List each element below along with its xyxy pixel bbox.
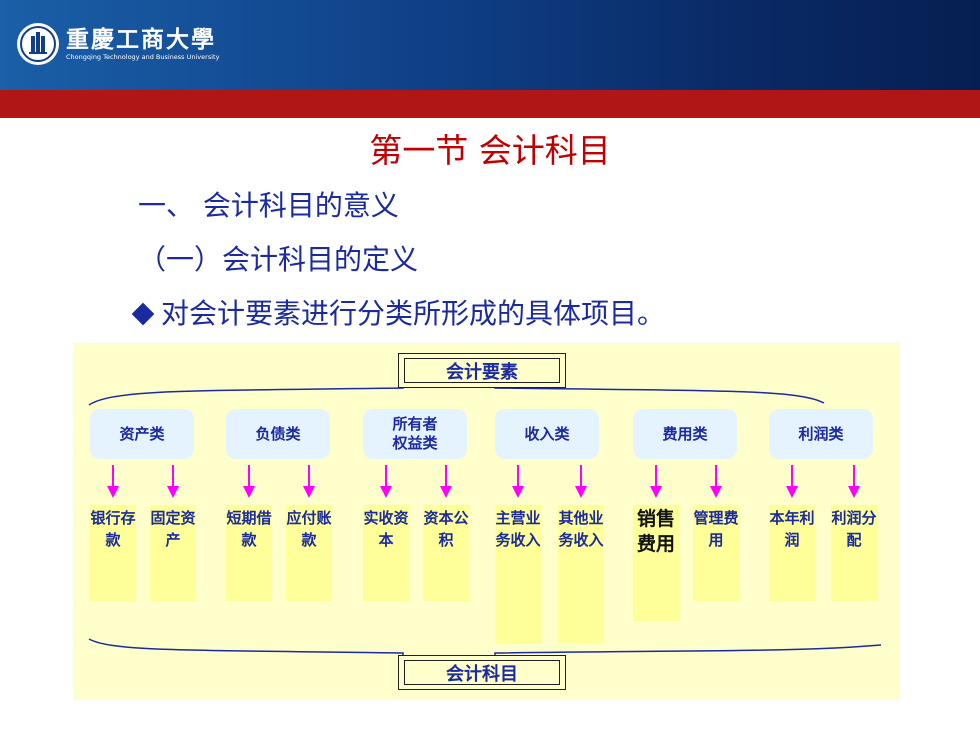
- arrow-down-icon: [710, 486, 722, 498]
- account-bank-deposit: 银行存款: [90, 505, 136, 601]
- account-short-term-loans: 短期借款: [226, 505, 272, 601]
- category-expenses: 费用类: [633, 409, 737, 459]
- diagram-connectors: [88, 384, 882, 657]
- account-capital-reserve: 资本公积: [423, 505, 469, 601]
- category-liabilities: 负债类: [226, 409, 330, 459]
- arrow-group: [107, 465, 860, 498]
- header-red-band: [0, 90, 980, 118]
- arrow-down-icon: [575, 486, 587, 498]
- arrow-down-icon: [303, 486, 315, 498]
- bottom-brace: [88, 638, 882, 657]
- account-other-business-revenue: 其他业务收入: [558, 505, 604, 643]
- account-paid-in-capital: 实收资本: [363, 505, 409, 601]
- arrow-down-icon: [440, 486, 452, 498]
- arrow-down-icon: [848, 486, 860, 498]
- heading-level-1: 一、 会计科目的意义: [138, 189, 399, 222]
- header-bar: 重慶工商大學 Chongqing Technology and Business…: [0, 0, 980, 90]
- account-accounts-payable: 应付账款: [286, 505, 332, 601]
- university-seal-icon: [17, 23, 59, 65]
- top-brace: [88, 384, 825, 406]
- account-selling-expenses: 销售费用: [633, 505, 679, 621]
- account-profit-distribution: 利润分配: [831, 505, 877, 601]
- category-equity: 所有者 权益类: [363, 409, 467, 459]
- arrow-down-icon: [380, 486, 392, 498]
- accounting-elements-box: 会计要素: [398, 353, 566, 388]
- diamond-bullet-icon: [131, 302, 155, 326]
- heading-level-2: （一）会计科目的定义: [138, 243, 419, 276]
- accounting-accounts-label: 会计科目: [404, 660, 560, 685]
- arrow-down-icon: [107, 486, 119, 498]
- category-revenue: 收入类: [495, 409, 599, 459]
- slide-title: 第一节 会计科目: [369, 131, 611, 170]
- arrow-down-icon: [650, 486, 662, 498]
- arrow-down-icon: [243, 486, 255, 498]
- arrow-down-icon: [786, 486, 798, 498]
- category-profit: 利润类: [769, 409, 873, 459]
- definition-text: 对会计要素进行分类所形成的具体项目。: [161, 297, 666, 330]
- category-assets: 资产类: [90, 409, 194, 459]
- arrow-down-icon: [512, 486, 524, 498]
- account-admin-expenses: 管理费用: [693, 505, 739, 601]
- account-current-year-profit: 本年利润: [769, 505, 815, 601]
- accounting-accounts-box: 会计科目: [398, 655, 566, 690]
- arrow-down-icon: [167, 486, 179, 498]
- university-name-en: Chongqing Technology and Business Univer…: [66, 52, 220, 61]
- definition-line: 对会计要素进行分类所形成的具体项目。: [131, 296, 666, 332]
- classification-diagram: 会计要素 资产类 负债类 所有者 权益类 收入类 费用类 利润类 银行存款 固定…: [73, 343, 900, 700]
- account-main-business-revenue: 主营业务收入: [495, 505, 541, 643]
- accounting-elements-label: 会计要素: [404, 358, 560, 383]
- university-logo: 重慶工商大學 Chongqing Technology and Business…: [16, 22, 219, 66]
- account-fixed-assets: 固定资产: [150, 505, 196, 601]
- university-name-cn: 重慶工商大學: [66, 25, 216, 53]
